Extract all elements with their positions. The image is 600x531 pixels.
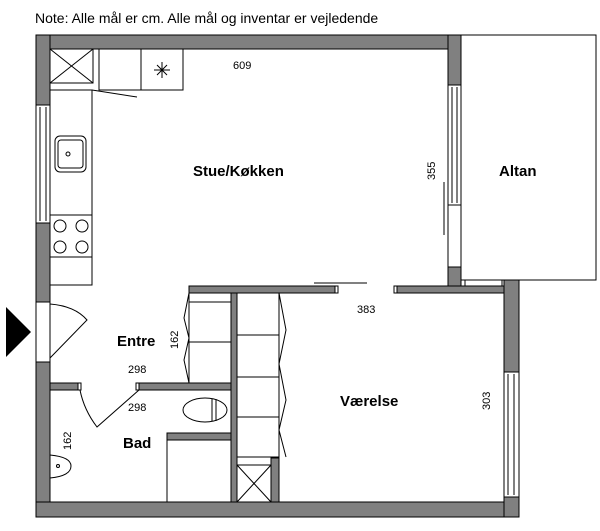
room-label-living: Stue/Køkken xyxy=(193,163,284,180)
entrance-door-frame xyxy=(35,301,51,363)
note-text: Note: Alle mål er cm. Alle mål og invent… xyxy=(35,10,378,26)
walls xyxy=(35,34,520,518)
hall-closet xyxy=(183,292,232,384)
upper-cabinet xyxy=(98,48,142,91)
room-label-balcony: Altan xyxy=(499,163,537,180)
room-label-bath: Bad xyxy=(123,435,151,452)
dim-hall-depth: 162 xyxy=(169,331,181,349)
shower xyxy=(166,439,232,503)
bedroom-wardrobe xyxy=(236,292,287,503)
star-icon xyxy=(154,62,170,78)
entrance-door xyxy=(49,303,88,359)
kitchen xyxy=(49,48,184,286)
dim-hall-width: 298 xyxy=(128,364,146,376)
balcony-area xyxy=(460,34,597,281)
fridge-cabinet xyxy=(140,48,184,91)
entrance-arrow-icon xyxy=(6,307,31,357)
dim-bath-width: 298 xyxy=(128,402,146,414)
room-label-hall: Entre xyxy=(117,333,155,350)
bath-door xyxy=(79,389,140,428)
bath-sink-icon xyxy=(49,454,72,479)
dim-bedroom-width: 383 xyxy=(357,304,375,316)
dim-bedroom-depth: 303 xyxy=(481,392,493,410)
dim-living-width: 609 xyxy=(233,60,251,72)
dim-living-depth: 355 xyxy=(426,162,438,180)
dim-bath-depth: 162 xyxy=(62,432,74,450)
toilet-icon xyxy=(182,397,228,423)
room-label-bedroom: Værelse xyxy=(340,393,398,410)
